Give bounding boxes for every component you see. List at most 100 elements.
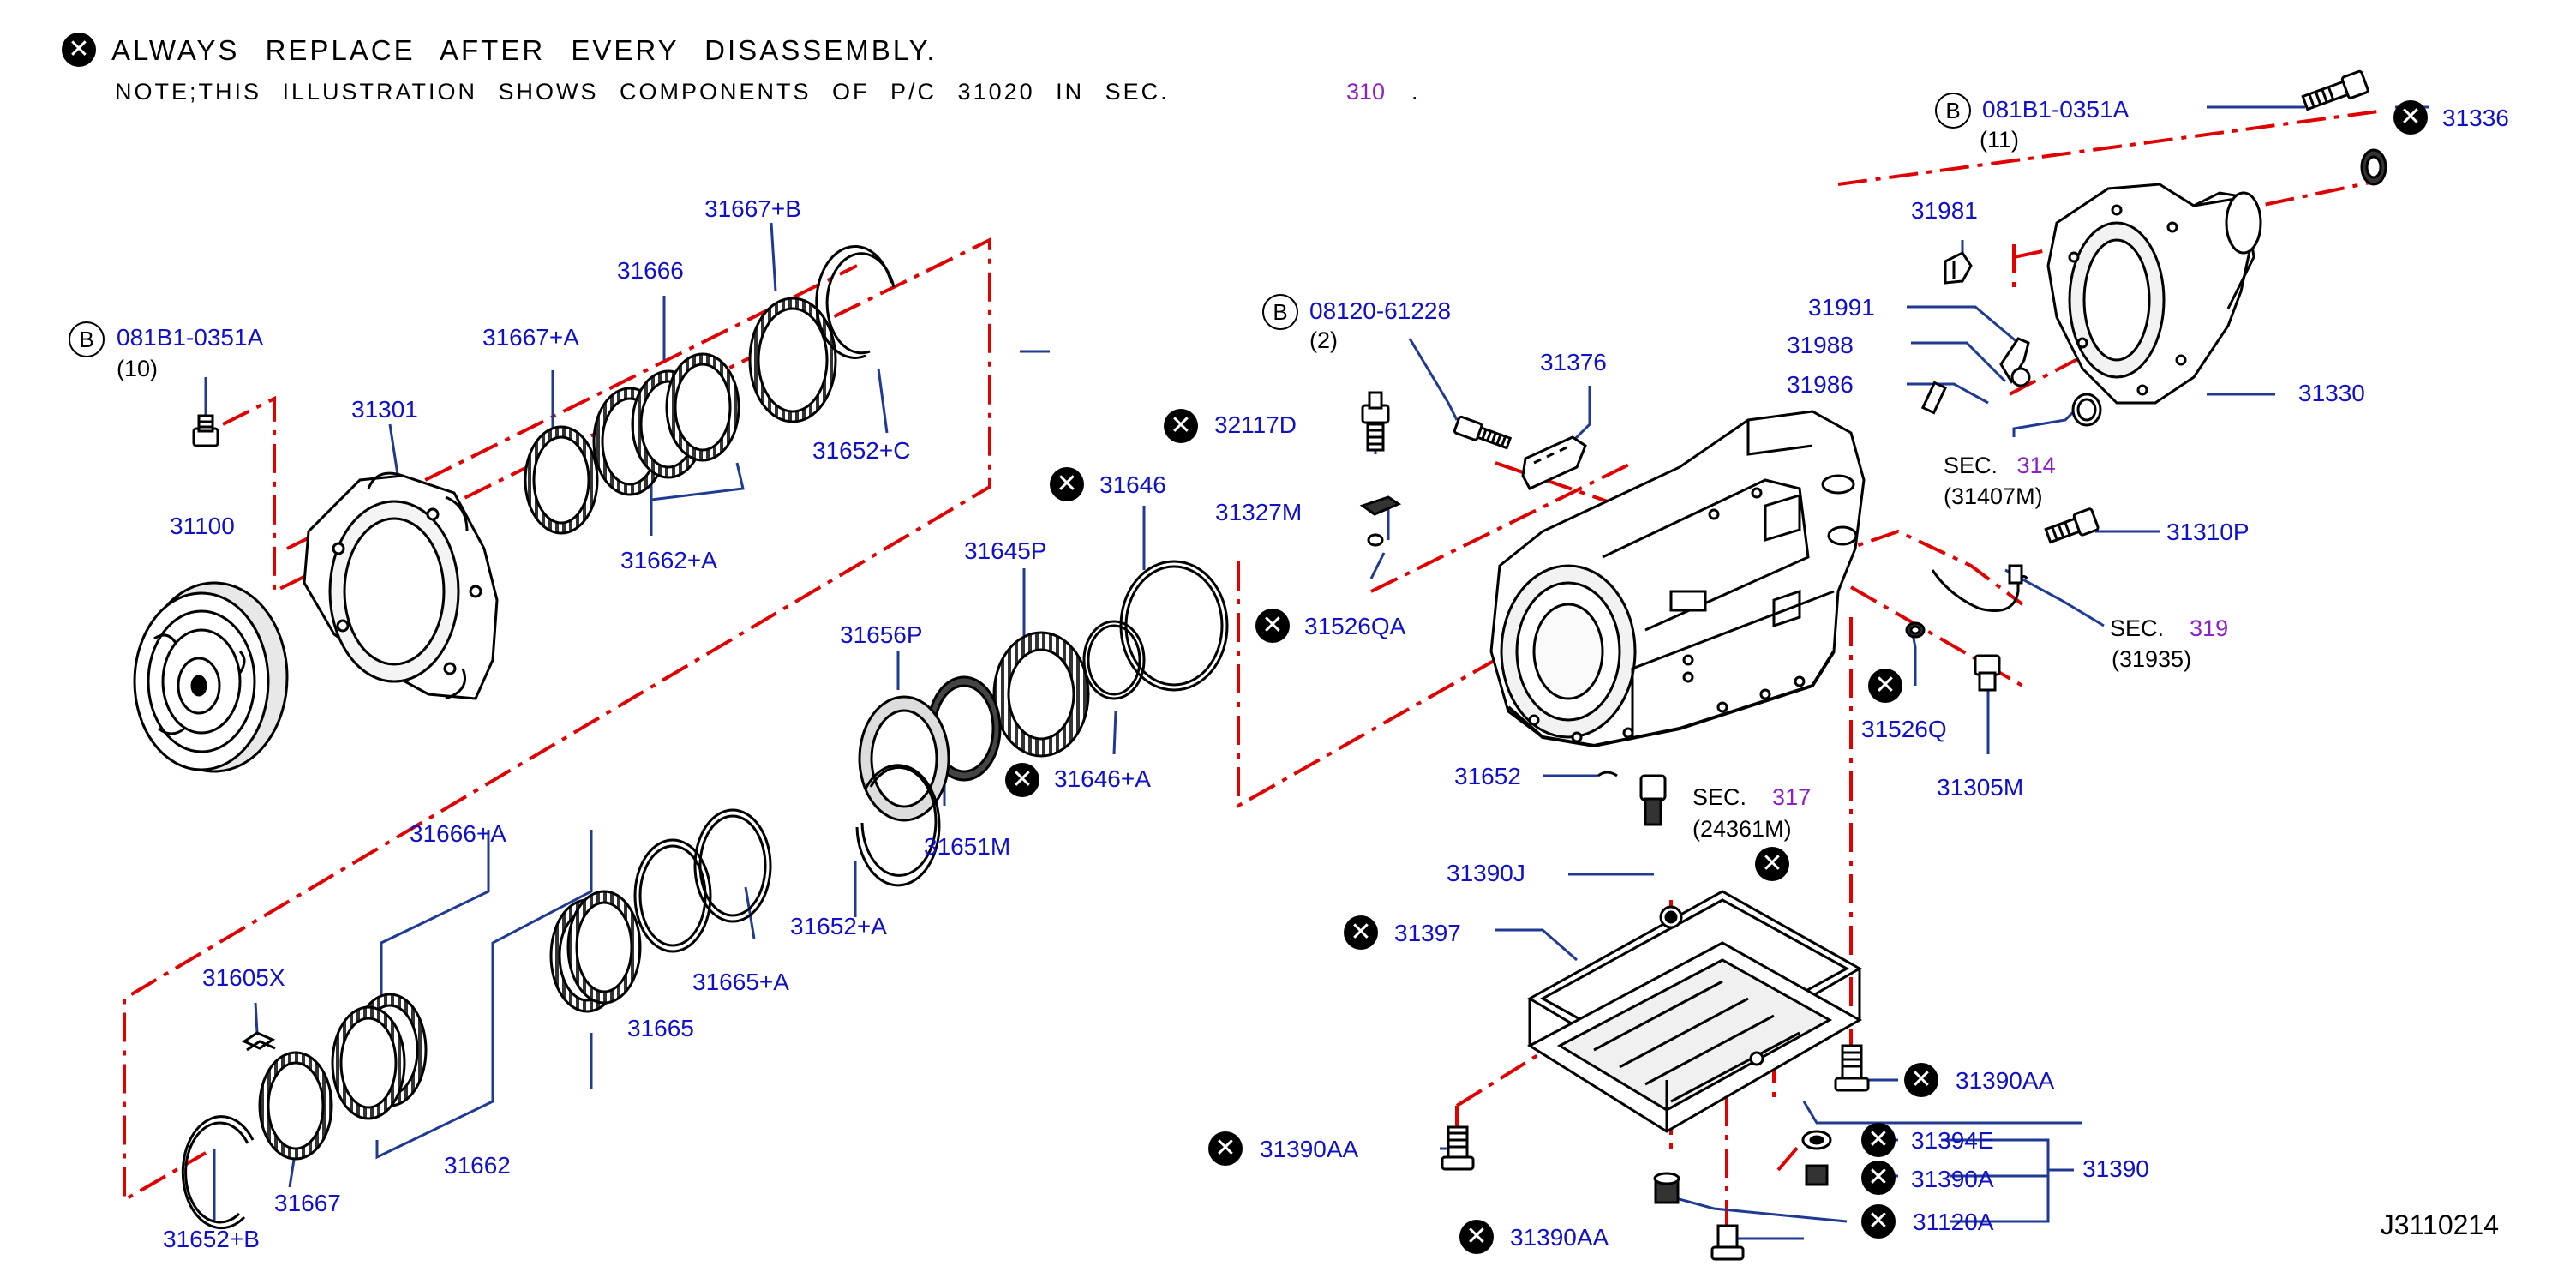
- sec-314-link[interactable]: 314: [2016, 453, 2056, 478]
- diagram-code: J3110214: [2380, 1209, 2499, 1240]
- sensor-317: [1597, 771, 1667, 826]
- label-32117D[interactable]: 32117D: [1214, 411, 1297, 438]
- label-31652[interactable]: 31652: [1454, 763, 1521, 789]
- label-31390AA-bottom[interactable]: 31390AA: [1510, 1224, 1609, 1251]
- section-310-link[interactable]: 310: [1346, 79, 1386, 105]
- x-circle-icon: ✕: [1755, 847, 1789, 881]
- x-circle-icon: ✕: [1005, 763, 1039, 797]
- pan-bolts: [1441, 1044, 1870, 1261]
- label-31991[interactable]: 31991: [1808, 294, 1875, 321]
- x-circle-icon: ✕: [1868, 669, 1902, 703]
- label-31330[interactable]: 31330: [2298, 380, 2365, 406]
- label-31667A[interactable]: 31667+A: [482, 324, 579, 351]
- qty-11: (11): [1980, 127, 2020, 153]
- label-31526Q[interactable]: 31526Q: [1861, 716, 1947, 742]
- label-31651M[interactable]: 31651M: [924, 833, 1011, 860]
- label-31656P[interactable]: 31656P: [840, 621, 923, 648]
- sec-319-prefix: SEC.: [2110, 615, 2165, 641]
- label-31305M[interactable]: 31305M: [1937, 774, 2024, 801]
- small-parts-right: [1905, 69, 2387, 692]
- label-31336[interactable]: 31336: [2442, 105, 2509, 131]
- bolt-b-symbol-top: B: [1935, 93, 1971, 129]
- bolt-b-symbol-left: B: [69, 321, 105, 357]
- mid-rings: [633, 560, 1229, 953]
- label-31390A[interactable]: 31390A: [1911, 1166, 1994, 1192]
- x-circle-icon: ✕: [1904, 1063, 1938, 1097]
- label-31390AA-right[interactable]: 31390AA: [1956, 1067, 2055, 1094]
- warning-note: ALWAYS REPLACE AFTER EVERY DISASSEMBLY.: [111, 34, 938, 66]
- oil-pan-31397: [1526, 890, 1863, 1133]
- x-circle-icon: ✕: [62, 33, 96, 67]
- label-31986[interactable]: 31986: [1787, 371, 1854, 398]
- label-31390[interactable]: 31390: [2082, 1155, 2149, 1182]
- qty-10: (10): [117, 356, 159, 381]
- sec-319-ref: (31935): [2112, 646, 2192, 672]
- label-31662[interactable]: 31662: [444, 1152, 511, 1179]
- label-31667B[interactable]: 31667+B: [704, 195, 801, 222]
- label-31665[interactable]: 31665: [627, 1015, 694, 1041]
- label-31645P[interactable]: 31645P: [964, 537, 1047, 564]
- label-31988[interactable]: 31988: [1787, 332, 1854, 358]
- label-31526QA[interactable]: 31526QA: [1304, 613, 1406, 639]
- x-circle-icon: ✕: [1208, 1131, 1243, 1166]
- label-31394E[interactable]: 31394E: [1911, 1127, 1994, 1154]
- x-circle-icon: ✕: [1164, 409, 1198, 443]
- label-08120-61228[interactable]: 08120-61228: [1309, 297, 1452, 324]
- label-31662A[interactable]: 31662+A: [620, 547, 717, 573]
- x-circle-icon: ✕: [1861, 1161, 1896, 1195]
- bolt-b-symbol-mid: B: [1262, 294, 1298, 330]
- label-31376[interactable]: 31376: [1540, 349, 1607, 375]
- label-31390J[interactable]: 31390J: [1447, 860, 1525, 886]
- transmission-case: [1489, 410, 1866, 748]
- label-31397[interactable]: 31397: [1394, 920, 1461, 946]
- label-31665A[interactable]: 31665+A: [692, 969, 789, 995]
- sec-314-label: SEC. 314: [1944, 453, 2056, 479]
- label-31100[interactable]: 31100: [170, 513, 235, 539]
- label-31652C[interactable]: 31652+C: [812, 437, 911, 464]
- x-circle-icon: ✕: [1344, 915, 1378, 950]
- leader-lines: [204, 105, 2429, 1240]
- sec-317-ref: (24361M): [1692, 816, 1792, 842]
- sec-314-prefix: SEC.: [1944, 453, 1998, 478]
- lower-clutch-pack: [181, 890, 642, 1230]
- upper-clutch-pack: [524, 244, 896, 535]
- label-31666[interactable]: 31666: [617, 257, 684, 284]
- x-circle-icon: ✕: [1459, 1220, 1494, 1254]
- x-circle-icon: ✕: [2393, 100, 2428, 135]
- label-31667[interactable]: 31667: [274, 1190, 341, 1216]
- label-31327M[interactable]: 31327M: [1215, 499, 1303, 525]
- note-period: .: [1411, 79, 1418, 105]
- label-31390AA-left[interactable]: 31390AA: [1260, 1136, 1359, 1162]
- sec-317-link[interactable]: 317: [1772, 784, 1812, 810]
- converter-housing-31301: [303, 471, 499, 700]
- label-31666A[interactable]: 31666+A: [410, 820, 506, 847]
- bolt-081B1-left: [192, 414, 219, 447]
- small-parts-mid: [1359, 391, 1587, 547]
- label-31646[interactable]: 31646: [1099, 471, 1166, 498]
- x-circle-icon: ✕: [1255, 609, 1290, 643]
- sec-317-prefix: SEC.: [1692, 784, 1747, 810]
- label-081B1-0351A-left[interactable]: 081B1-0351A: [117, 324, 264, 351]
- label-31646A[interactable]: 31646+A: [1054, 765, 1151, 792]
- x-circle-icon: ✕: [1861, 1204, 1896, 1239]
- label-081B1-0351A-top[interactable]: 081B1-0351A: [1982, 96, 2130, 123]
- sec-317-label: SEC. 317: [1692, 784, 1811, 811]
- extension-housing-31330: [2046, 183, 2262, 405]
- torque-converter-31100: [133, 581, 289, 773]
- label-31981[interactable]: 31981: [1911, 197, 1978, 224]
- label-31120A[interactable]: 31120A: [1913, 1209, 1994, 1235]
- x-circle-icon: ✕: [1050, 467, 1084, 501]
- sec-319-label: SEC. 319: [2110, 615, 2228, 642]
- illustration-note: NOTE;THIS ILLUSTRATION SHOWS COMPONENTS …: [115, 79, 1170, 105]
- label-31652B[interactable]: 31652+B: [163, 1226, 260, 1252]
- sec-314-ref: (31407M): [1944, 483, 2043, 509]
- label-31301[interactable]: 31301: [351, 396, 418, 423]
- qty-2: (2): [1309, 327, 1338, 353]
- label-31310P[interactable]: 31310P: [2166, 519, 2250, 545]
- label-31605X[interactable]: 31605X: [202, 964, 285, 991]
- x-circle-icon: ✕: [1861, 1123, 1896, 1157]
- label-31652A[interactable]: 31652+A: [790, 913, 887, 939]
- sec-319-link[interactable]: 319: [2190, 615, 2229, 641]
